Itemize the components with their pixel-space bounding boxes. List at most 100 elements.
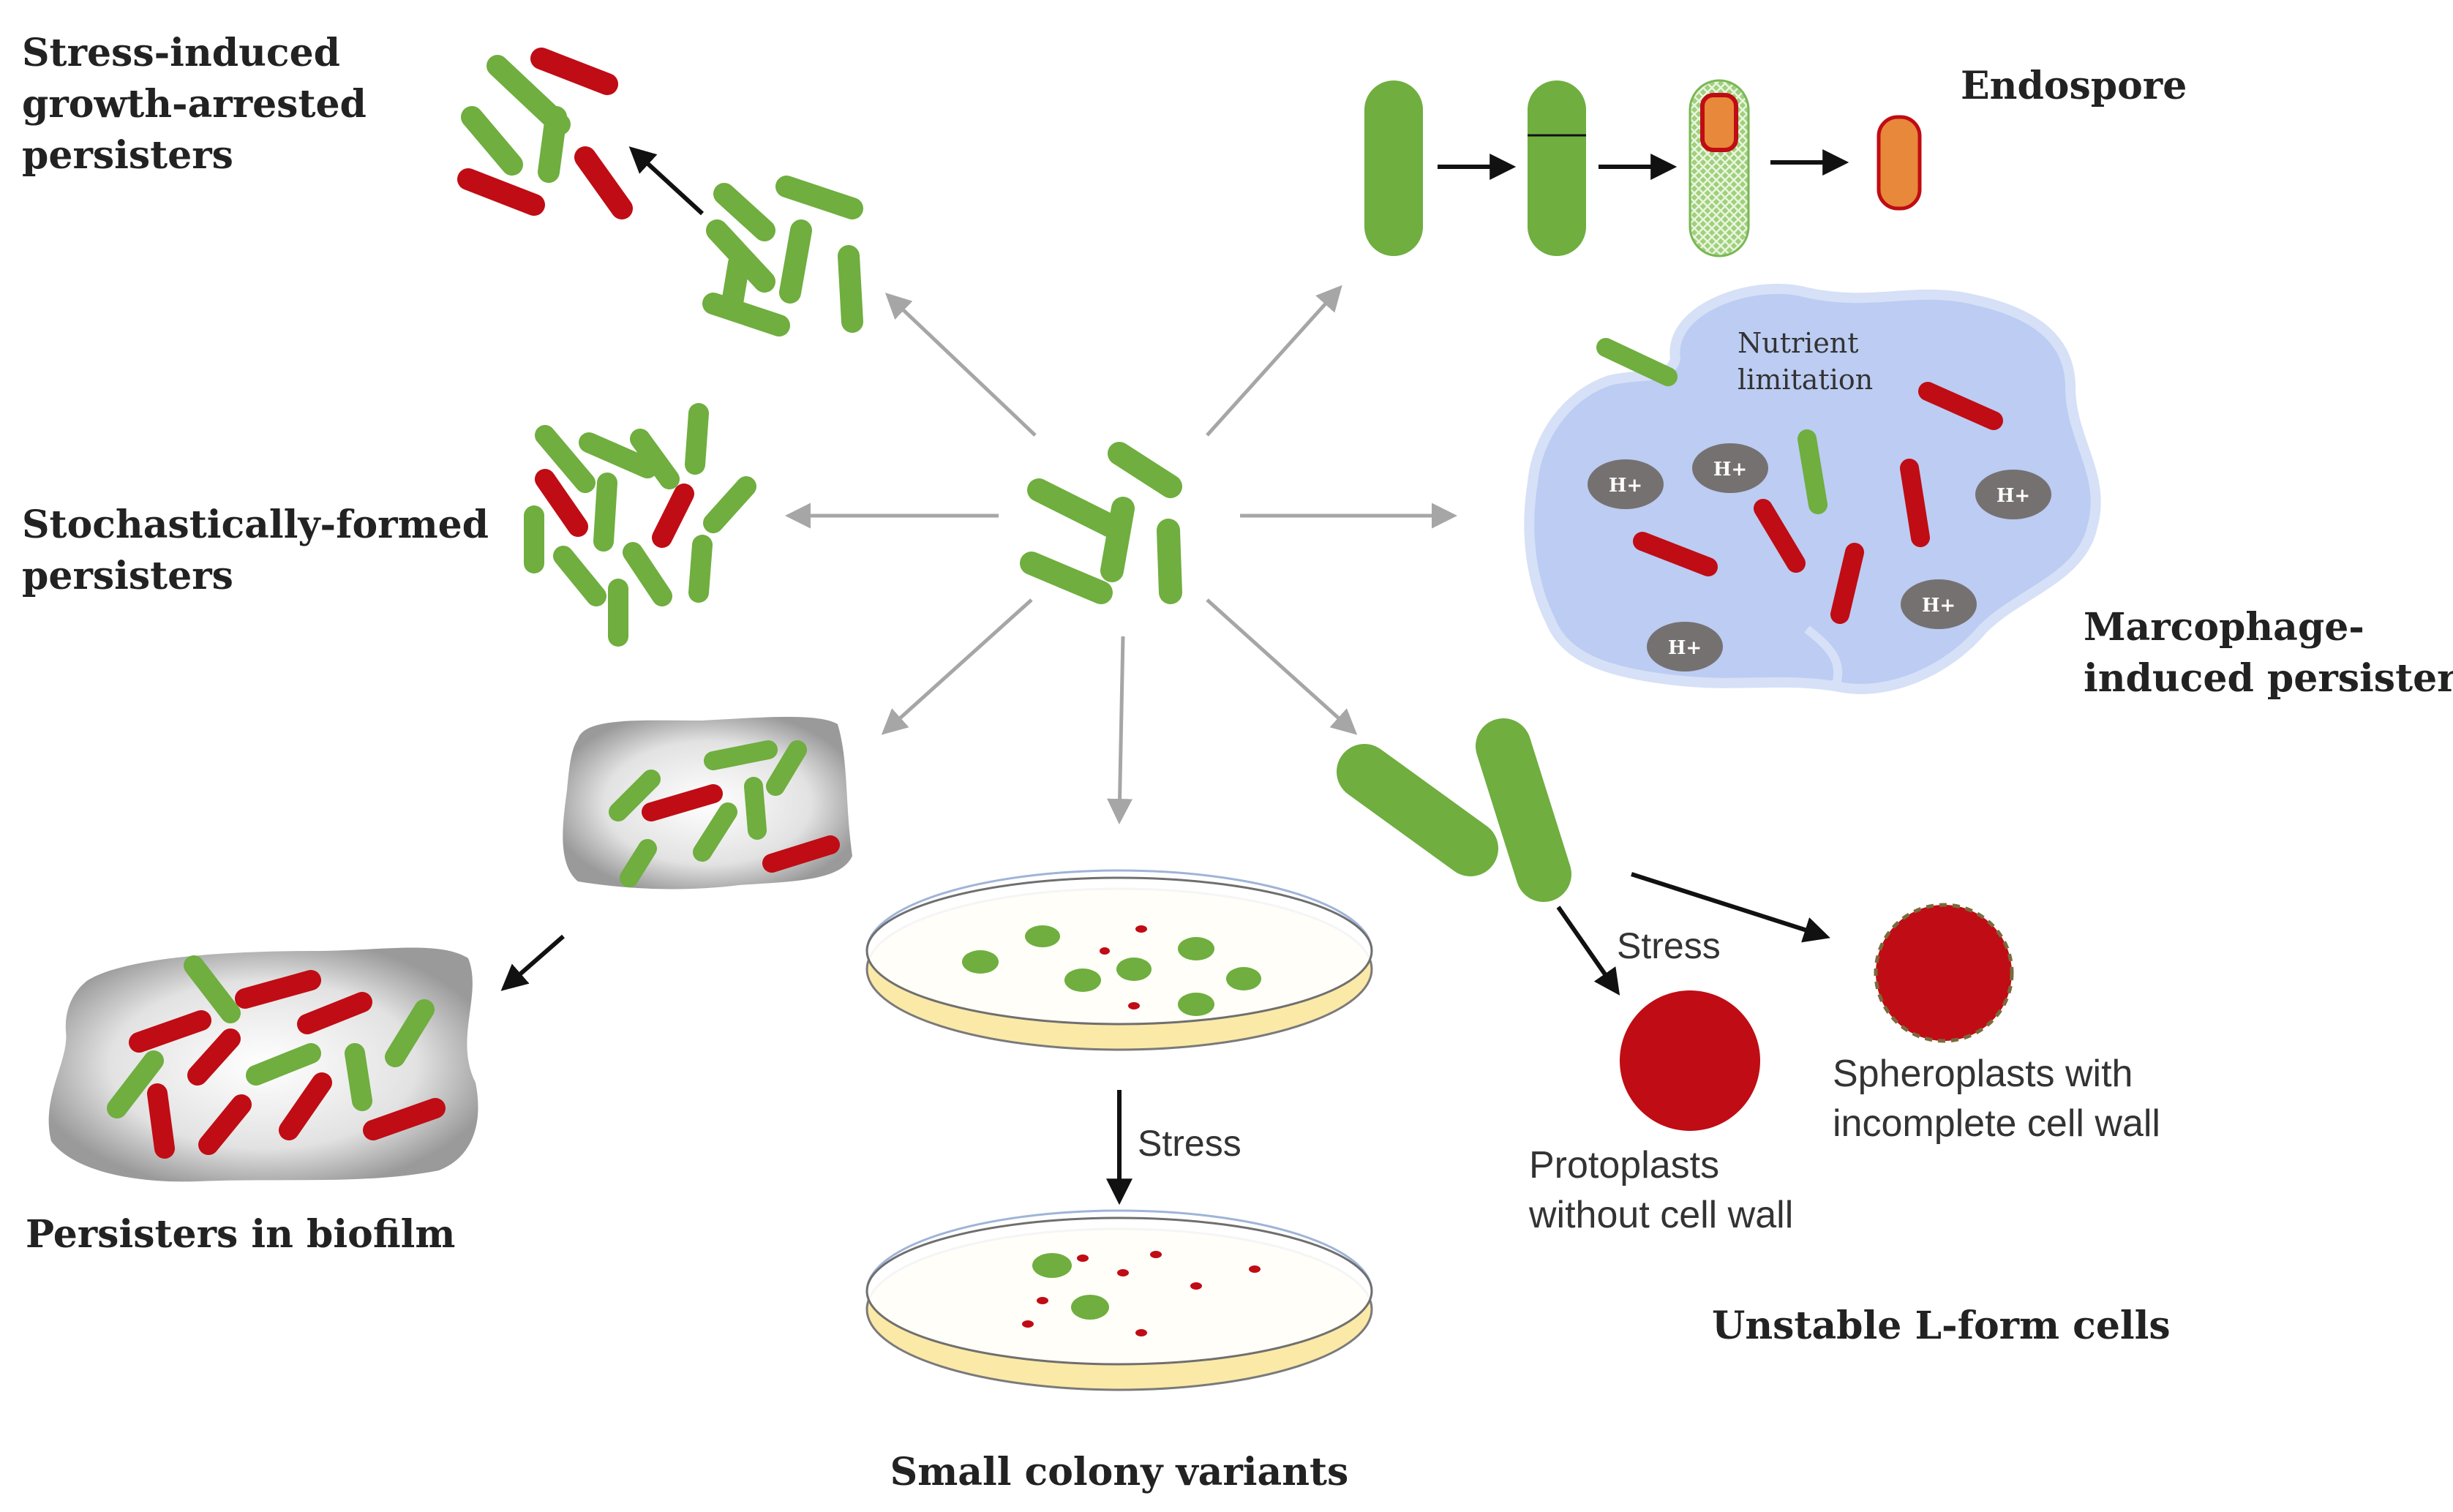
small-colony	[1249, 1265, 1261, 1273]
red-rod	[279, 1072, 332, 1140]
proton-label: H+	[1996, 485, 2030, 507]
red-rod	[129, 1010, 211, 1053]
small-colony	[1100, 947, 1110, 955]
spheroplast-cell	[1874, 903, 2014, 1043]
green-rod	[838, 245, 863, 333]
green-rod	[461, 106, 523, 176]
arrow-to-growth-arrested	[628, 146, 705, 216]
endospore-sequence	[1364, 79, 1922, 257]
green-rod	[623, 542, 672, 606]
green-rod-large	[1476, 718, 1571, 902]
green-rod	[535, 425, 596, 493]
small-colony	[1190, 1282, 1202, 1290]
green-rod	[713, 183, 775, 241]
green-rod	[704, 740, 778, 770]
green-rod	[1157, 519, 1182, 604]
red-rod	[762, 835, 840, 873]
radial-arrows	[785, 285, 1457, 824]
growth-arrested-cluster	[457, 48, 633, 219]
proton-bubble	[1647, 622, 1723, 672]
red-rod	[198, 1094, 252, 1155]
green-rod	[107, 1050, 164, 1118]
arrow-to-protoplast	[1556, 906, 1620, 996]
arrow-to-small-colony	[1107, 636, 1133, 824]
red-rod	[530, 48, 618, 95]
label-stress-plates: Stress	[1138, 1123, 1241, 1164]
dish-lid	[865, 869, 1373, 952]
red-rod	[652, 484, 694, 548]
green-rod	[385, 999, 435, 1067]
colony	[1178, 993, 1214, 1016]
small-colony	[1128, 1002, 1140, 1009]
green-rod	[721, 252, 750, 318]
label-stress-induced: Stress-induced growth-arrested persister…	[22, 31, 380, 178]
biofilm-small	[563, 717, 852, 889]
red-rod	[574, 146, 633, 219]
biofilm-large	[48, 947, 478, 1182]
label-protoplasts: Protoplasts without cell wall	[1528, 1144, 1793, 1236]
green-rod-large	[1337, 744, 1498, 876]
label-spheroplasts: Spheroplasts with incomplete cell wall	[1833, 1053, 2160, 1145]
proton-label: H+	[1668, 637, 1702, 659]
small-colony	[1150, 1251, 1162, 1258]
dividing-cell	[1528, 80, 1586, 256]
small-colony	[1135, 925, 1147, 933]
green-rod	[579, 432, 658, 478]
green-rod	[630, 429, 680, 489]
red-rod	[457, 168, 545, 216]
protoplast-cell	[1620, 990, 1760, 1131]
red-rod	[187, 1028, 241, 1086]
green-rod	[184, 955, 241, 1023]
green-rod	[1108, 442, 1182, 498]
green-rod	[345, 1043, 372, 1111]
endospore-icon	[1877, 115, 1922, 211]
label-biofilm: Persisters in biofilm	[26, 1212, 455, 1257]
stochastic-cluster	[524, 403, 756, 647]
green-rod	[538, 106, 567, 183]
green-rod	[688, 535, 713, 603]
arrow-to-stress-induced	[884, 293, 1037, 437]
green-rod	[246, 1043, 321, 1086]
proton-bubble	[1901, 579, 1977, 629]
green-rod	[775, 176, 863, 219]
green-rod	[1027, 478, 1124, 538]
green-rod	[693, 802, 737, 862]
colony	[1116, 958, 1152, 981]
colony	[1025, 925, 1060, 947]
small-colony	[1077, 1255, 1089, 1262]
red-rod	[1918, 382, 2003, 430]
forespore	[1700, 93, 1738, 152]
dish-rim	[865, 876, 1373, 1026]
arrow-to-biofilm	[881, 598, 1033, 735]
red-rod	[363, 1098, 446, 1140]
proton-bubble	[1692, 443, 1768, 493]
red-rod	[1633, 532, 1718, 576]
arrow-to-large-biofilm	[500, 934, 565, 991]
arrow-to-endospore	[1206, 285, 1342, 437]
green-rod	[1100, 497, 1135, 582]
dish-rim	[865, 1216, 1373, 1366]
colony	[1032, 1253, 1072, 1278]
red-rod	[1900, 459, 1930, 547]
green-rod	[1596, 338, 1678, 386]
green-rod	[593, 473, 617, 552]
green-rod	[609, 770, 661, 821]
green-rod	[779, 219, 812, 304]
red-rod	[1754, 499, 1806, 573]
red-rod	[297, 992, 372, 1034]
petri-dish-after	[865, 1209, 1373, 1391]
label-nutrient-limitation: Nutrient limitation	[1738, 327, 1873, 396]
green-rod	[1020, 552, 1113, 604]
red-rod	[642, 784, 723, 821]
arrow-to-spheroplast	[1631, 872, 1830, 943]
proton-label: H+	[1609, 475, 1642, 497]
proton-label: H+	[1713, 459, 1747, 481]
colony	[1071, 1295, 1109, 1320]
small-colony	[1037, 1297, 1048, 1304]
red-rod	[147, 1083, 175, 1159]
macrophage: H+ H+ H+ H+ H+ Nutrient limitation	[1524, 283, 2101, 694]
dish-lid	[865, 1209, 1373, 1292]
green-rod	[703, 476, 756, 533]
central-bacteria-cluster	[1020, 442, 1182, 604]
